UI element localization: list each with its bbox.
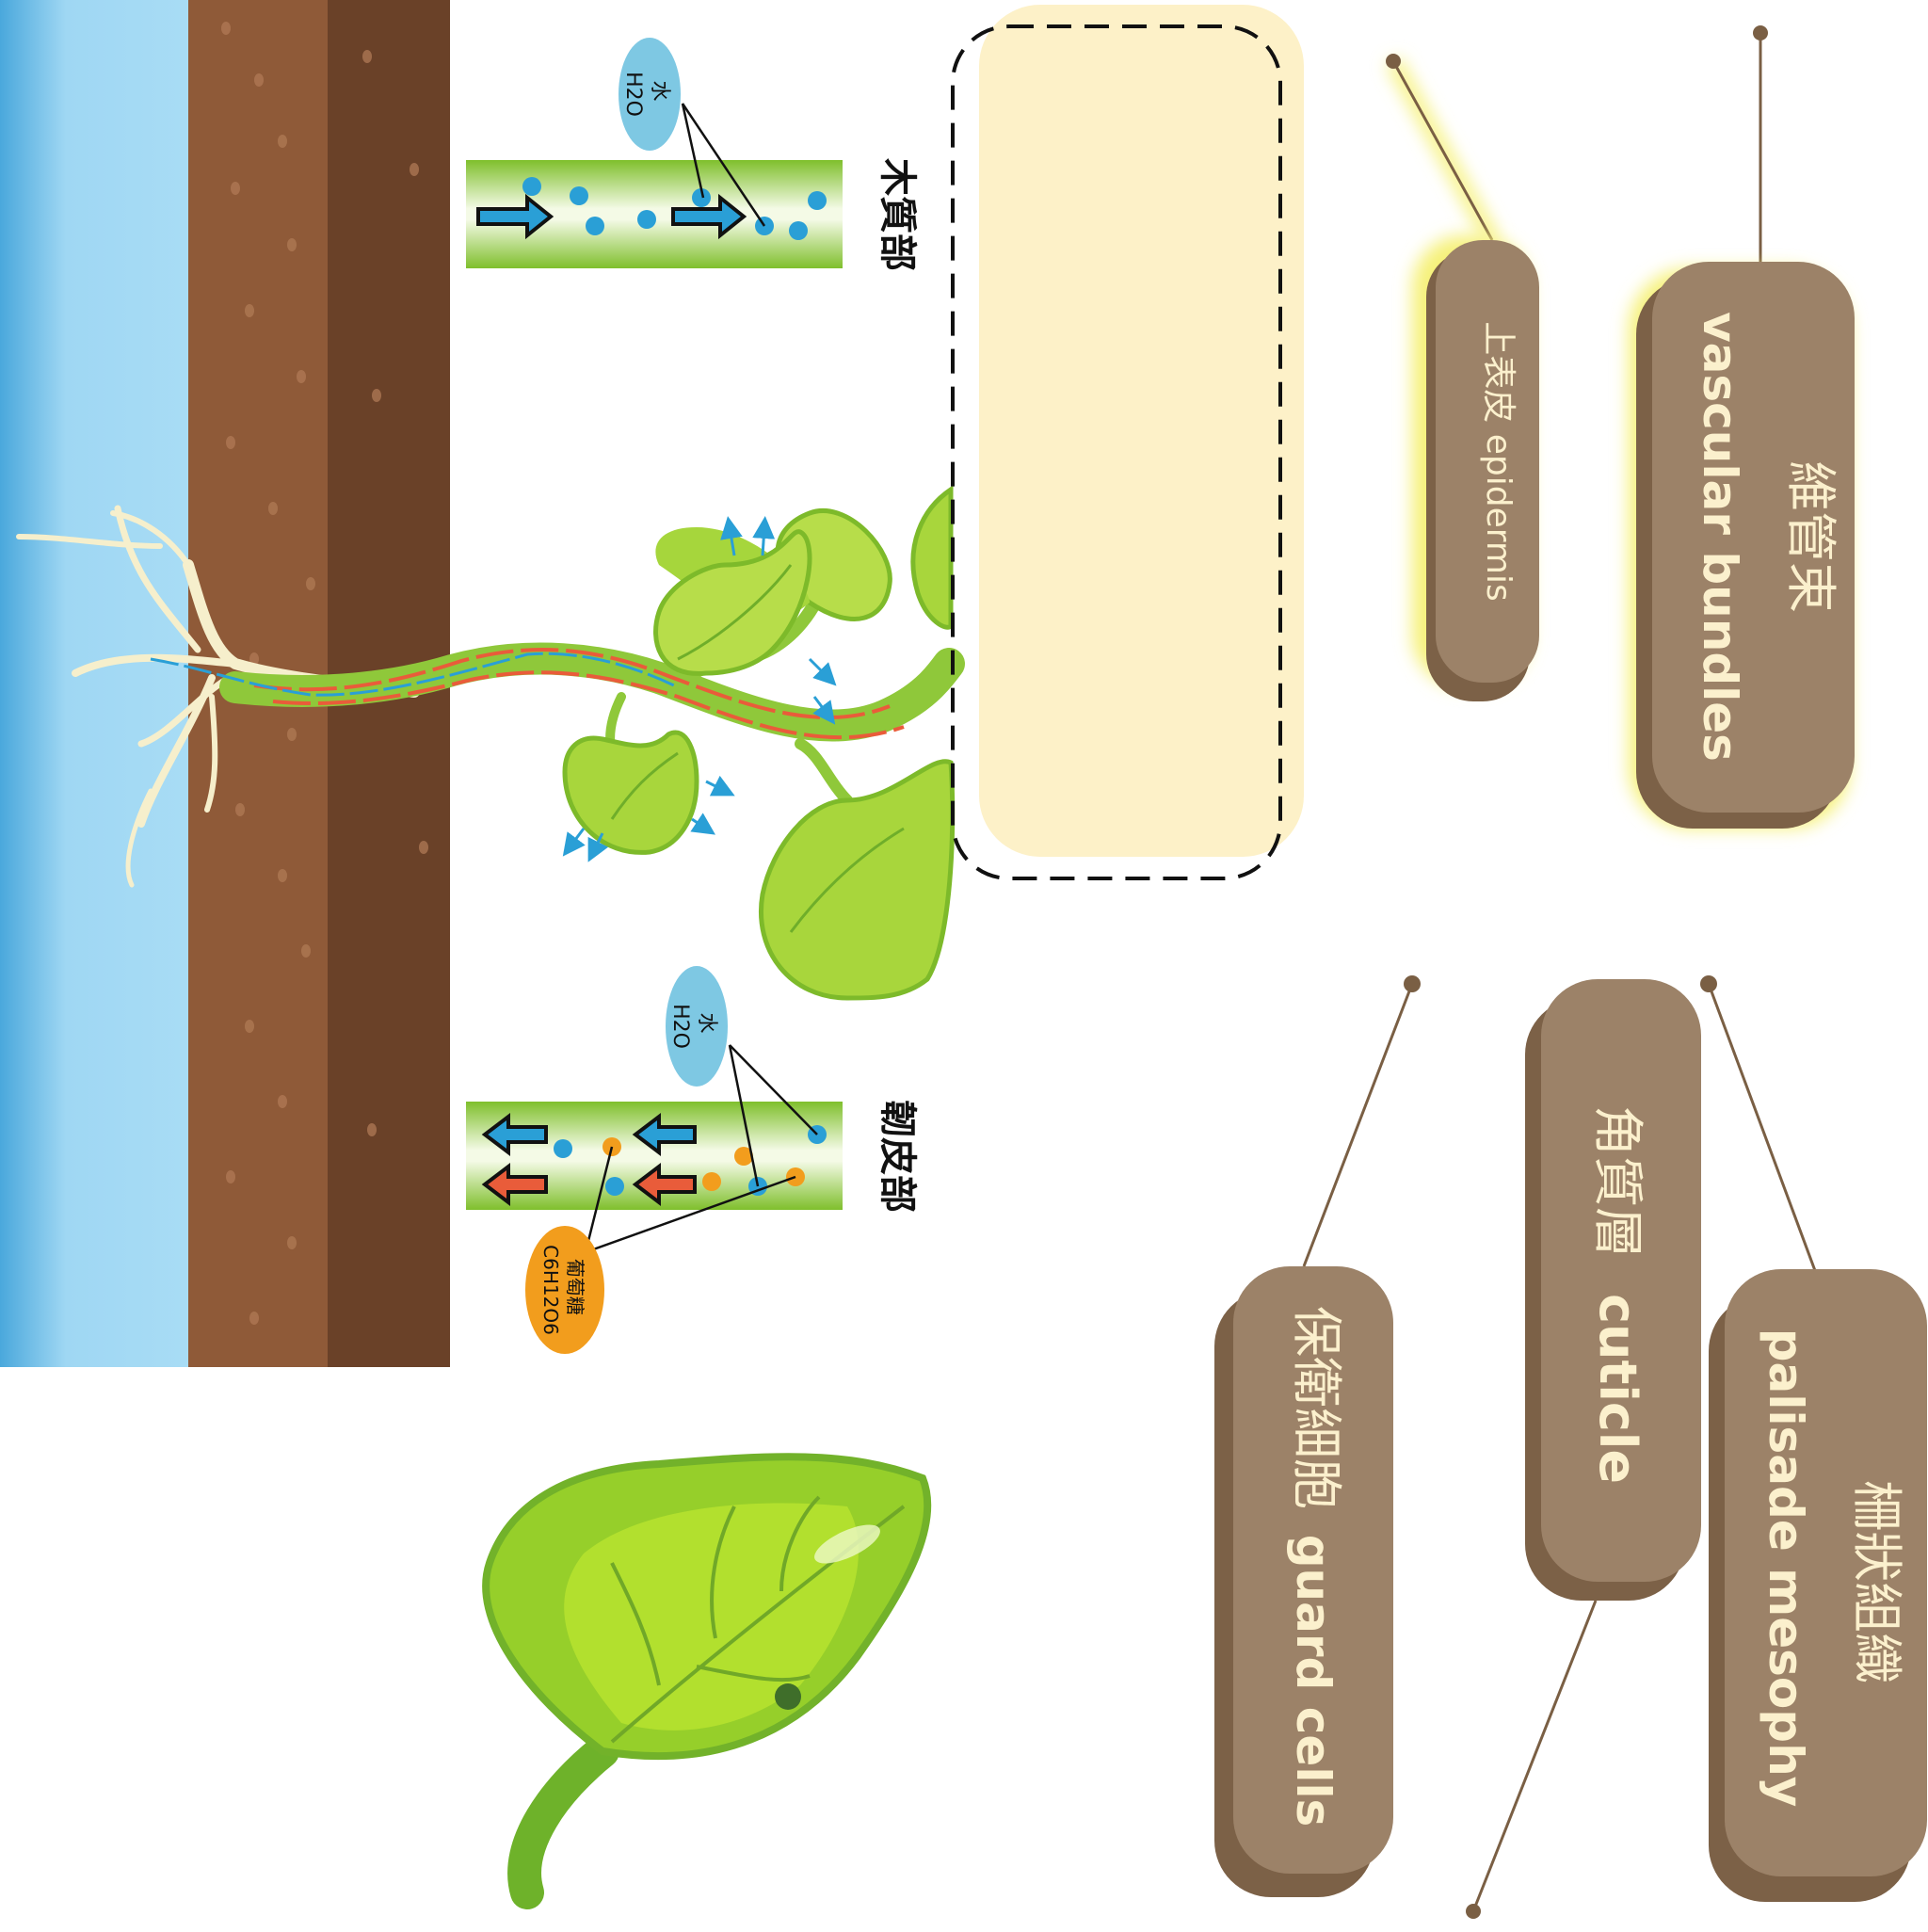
epidermis-text: 上表皮 epidermis: [1479, 321, 1518, 601]
palisade-zh-text: 柵狀組織: [1847, 1480, 1906, 1683]
palisade-mesophy-label[interactable]: 柵狀組織 palisade mesophy: [1700, 975, 1927, 1902]
vascular-bundles-label[interactable]: 維管束 vascular bundles: [1629, 25, 1855, 829]
stoma-dot: [775, 1683, 801, 1710]
cuticle-en-text: cuticle: [1588, 1294, 1647, 1484]
xylem-water-molecules: [522, 177, 827, 240]
phloem-water-arrows: [481, 1112, 697, 1157]
vascular-en-text: vascular bundles: [1693, 312, 1747, 762]
phloem-sugar-bubble: 葡萄糖 C6H12O6: [525, 1226, 604, 1354]
phloem-water-line2: H2O: [668, 1004, 692, 1049]
stem-leaves: [562, 485, 956, 1001]
phloem-label: 韌皮部: [876, 1100, 919, 1213]
phloem-sugar-arrows: [481, 1162, 697, 1207]
phloem-water-line1: 水: [695, 1012, 718, 1033]
svg-text:水 H2O: 水 H2O: [668, 1004, 718, 1049]
epidermis-label[interactable]: 上表皮 epidermis: [1386, 54, 1539, 701]
vascular-zh-text: 維管束: [1781, 460, 1840, 613]
soil-speckles: [221, 22, 428, 1325]
large-leaf: [482, 1453, 932, 1909]
drop-panel: [951, 5, 1304, 880]
guard-en-text: guard cells: [1286, 1535, 1341, 1827]
guard-zh-text: 保衛細胞: [1287, 1306, 1346, 1509]
xylem-tube: 水 H2O 木質部: [466, 38, 919, 271]
guard-cells-label[interactable]: 保衛細胞 guard cells: [1214, 975, 1421, 1897]
cuticle-label[interactable]: 角質層 cuticle: [1466, 979, 1701, 1919]
svg-text:葡萄糖 C6H12O6: 葡萄糖 C6H12O6: [539, 1245, 586, 1335]
phloem-sugar-line1: 葡萄糖: [564, 1259, 586, 1315]
palisade-en-text: palisade mesophy: [1759, 1328, 1813, 1808]
cuticle-zh-text: 角質層: [1588, 1105, 1647, 1258]
xylem-water-bubble: 水 H2O: [619, 38, 681, 151]
sky-background: [0, 0, 188, 1367]
xylem-flow-arrows: [476, 193, 747, 240]
phloem-tube: 水 H2O 葡萄糖 C6H12O6 韌皮部: [466, 966, 919, 1354]
phloem-sugar-line2: C6H12O6: [539, 1245, 562, 1335]
phloem-water-bubble: 水 H2O: [666, 966, 728, 1087]
xylem-bubble-line1: 水: [648, 80, 671, 101]
xylem-label: 木質部: [876, 158, 919, 271]
svg-text:水 H2O: 水 H2O: [621, 72, 671, 117]
xylem-bubble-line2: H2O: [621, 72, 645, 117]
